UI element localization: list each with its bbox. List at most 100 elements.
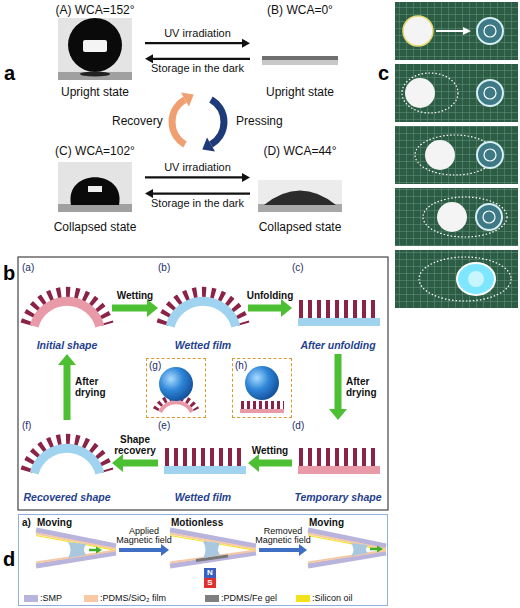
node-caption: Recovered shape	[2, 491, 132, 503]
legend-swatch	[84, 595, 98, 602]
connector-line	[119, 548, 162, 552]
connector-line	[258, 460, 292, 467]
mesh-photo	[403, 16, 433, 46]
film-illustration	[245, 366, 279, 400]
droplet-photo	[258, 180, 342, 212]
stage-panel: (e)Wetted film	[158, 420, 248, 506]
legend-item: :SMP	[24, 593, 62, 603]
connector-line	[248, 305, 282, 312]
connector-arrow	[259, 544, 307, 556]
magnet-symbol	[204, 568, 216, 578]
droplet-photo	[58, 162, 132, 212]
film-illustration	[160, 402, 192, 412]
stage-panel: (d)Temporary shape	[292, 420, 384, 506]
channel-illustration	[351, 543, 368, 556]
mesh-photo	[477, 18, 503, 44]
node-title: (c)	[292, 262, 304, 274]
channel-illustration	[308, 553, 386, 566]
channel-illustration	[96, 547, 102, 554]
channel-illustration	[308, 551, 386, 563]
mesh-photo	[395, 2, 518, 60]
mesh-photo	[436, 30, 464, 32]
node-caption: Collapsed state	[25, 221, 165, 235]
film-illustration	[34, 448, 100, 473]
state-panel: (A) WCA=152°Upright state	[45, 2, 145, 100]
panel-letter: a	[4, 62, 15, 85]
node-title: (C) WCA=102°	[25, 145, 165, 159]
connector-line	[122, 460, 158, 467]
droplet-photo	[58, 18, 132, 80]
magnet-symbol	[204, 568, 216, 588]
connector-line	[152, 58, 250, 60]
film-illustration	[34, 301, 100, 326]
node-title: (B) WCA=0°	[230, 4, 370, 18]
recovery-arrow	[172, 100, 185, 145]
edge-label: After drying	[346, 377, 390, 398]
edge-label: Removed Magnetic field	[255, 527, 311, 546]
stage-panel: Moving	[307, 517, 385, 577]
node-title: (a)	[22, 262, 34, 274]
panel-frame	[18, 257, 388, 510]
droplet-photo	[58, 204, 132, 212]
connector-line	[145, 176, 243, 178]
arrow-head	[58, 354, 76, 365]
droplet-photo	[258, 204, 342, 212]
stage-panel: (a)Initial shape	[22, 262, 112, 354]
stage-panel: (b)Wetted film	[158, 262, 248, 354]
stage-panel: (c)After unfolding	[292, 262, 384, 354]
channel-illustration	[370, 548, 378, 551]
edge-label: UV irradiation	[164, 162, 231, 175]
pressing-arrow	[202, 100, 224, 152]
node-caption: Upright state	[230, 86, 370, 100]
legend-text: :Silicon oil	[312, 593, 353, 603]
legend-text: :PDMS/SiO₂ film	[100, 593, 166, 603]
channel-illustration	[36, 530, 386, 566]
edge-label: Wetting	[252, 446, 288, 457]
legend-text: :PDMS/Fe gel	[221, 593, 277, 603]
channel-illustration	[377, 546, 383, 553]
pressing-arrow	[202, 138, 215, 152]
connector-arrow	[112, 299, 158, 317]
arrow-head	[329, 409, 347, 420]
connector-arrow	[112, 454, 158, 472]
flat-film-photo	[262, 60, 338, 65]
node-title: (g)	[149, 360, 161, 372]
mesh-photo	[395, 2, 518, 308]
connector-line	[335, 354, 342, 410]
connector-arrow	[329, 354, 347, 420]
node-title: (e)	[158, 420, 170, 432]
arrow-head	[248, 454, 259, 472]
inset-box: (g)	[146, 358, 206, 418]
mesh-photo	[476, 204, 502, 230]
arrow-label: Pressing	[236, 115, 283, 129]
legend-item: :Silicon oil	[296, 593, 353, 603]
legend-swatch	[205, 595, 219, 602]
mesh-photo	[457, 263, 495, 295]
connector-arrow	[145, 39, 250, 48]
mesh-photo	[405, 78, 435, 108]
droplet-photo	[58, 72, 132, 80]
film-illustration	[240, 409, 284, 413]
channel-illustration	[68, 542, 86, 558]
droplet-photo	[80, 72, 110, 77]
film-illustration	[298, 318, 380, 326]
edge-label: Applied Magnetic field	[116, 527, 172, 546]
legend-text: :SMP	[40, 593, 62, 603]
legend-item: :PDMS/SiO₂ film	[84, 593, 166, 603]
mesh-photo	[477, 80, 503, 106]
edge-label: Unfolding	[247, 291, 294, 302]
connector-arrow	[119, 544, 169, 556]
legend-swatch	[24, 595, 38, 602]
mesh-photo	[419, 257, 511, 301]
node-title: Moving	[37, 517, 72, 529]
mesh-photo	[402, 73, 458, 113]
mesh-photo	[477, 142, 503, 168]
node-title: (h)	[235, 360, 247, 372]
mesh-photo	[484, 25, 496, 37]
inset-box: (h)	[232, 358, 292, 418]
droplet-photo	[258, 180, 342, 212]
channel-illustration	[89, 549, 97, 552]
node-caption: Initial shape	[2, 339, 132, 351]
node-title: (D) WCA=44°	[230, 145, 370, 159]
